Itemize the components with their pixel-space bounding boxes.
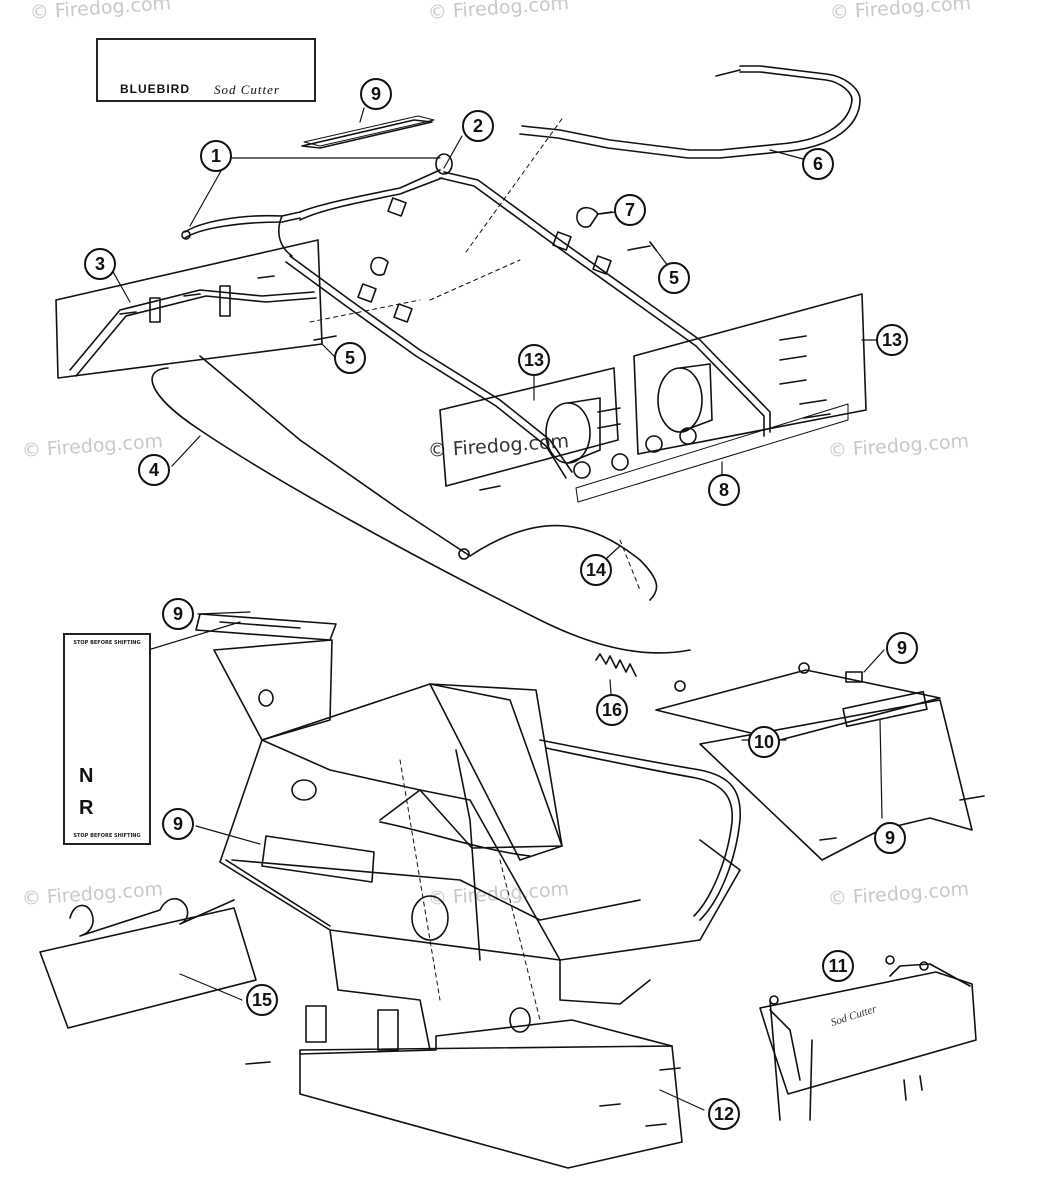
- callout-4: 4: [138, 454, 170, 486]
- callout-13: 13: [876, 324, 908, 356]
- callout-9: 9: [360, 78, 392, 110]
- callout-13: 13: [518, 344, 550, 376]
- callout-1: 1: [200, 140, 232, 172]
- decal-brand-text: BLUEBIRD: [120, 82, 190, 96]
- callout-5: 5: [334, 342, 366, 374]
- decal-sticker: BLUEBIRD Sod Cutter: [96, 38, 316, 102]
- shift-decal-top-text: STOP BEFORE SHIFTING: [73, 640, 141, 646]
- callout-16: 16: [596, 694, 628, 726]
- callout-9: 9: [874, 822, 906, 854]
- callout-5: 5: [658, 262, 690, 294]
- shift-decal: STOP BEFORE SHIFTING N R STOP BEFORE SHI…: [63, 633, 151, 845]
- callout-10: 10: [748, 726, 780, 758]
- callout-11: 11: [822, 950, 854, 982]
- gear-neutral: N: [79, 765, 94, 787]
- callout-9: 9: [162, 598, 194, 630]
- callout-2: 2: [462, 110, 494, 142]
- callout-9: 9: [886, 632, 918, 664]
- decal-product-text: Sod Cutter: [214, 82, 280, 97]
- callout-7: 7: [614, 194, 646, 226]
- shift-decal-bottom-text: STOP BEFORE SHIFTING: [73, 833, 141, 839]
- callout-14: 14: [580, 554, 612, 586]
- callout-9: 9: [162, 808, 194, 840]
- callout-15: 15: [246, 984, 278, 1016]
- callout-3: 3: [84, 248, 116, 280]
- gear-reverse: R: [79, 797, 94, 819]
- callout-12: 12: [708, 1098, 740, 1130]
- callout-6: 6: [802, 148, 834, 180]
- callout-8: 8: [708, 474, 740, 506]
